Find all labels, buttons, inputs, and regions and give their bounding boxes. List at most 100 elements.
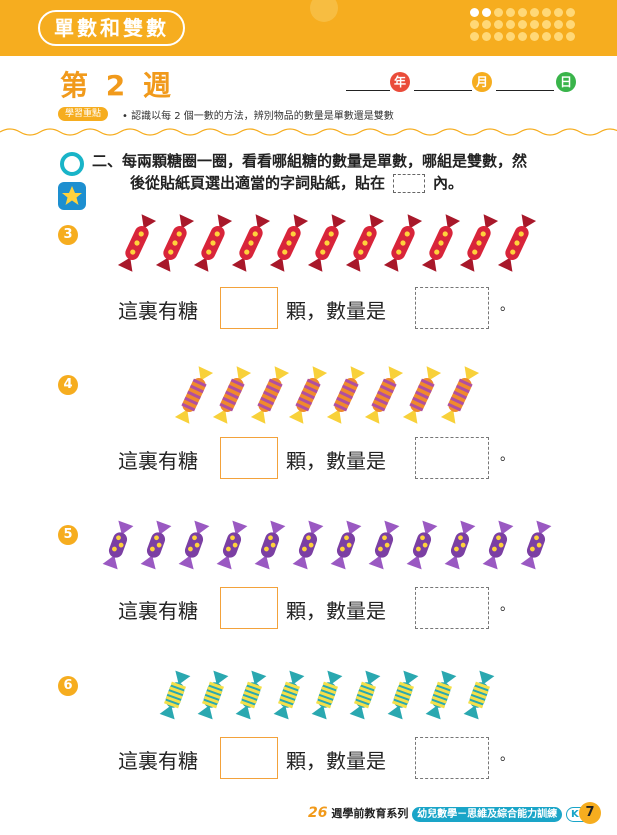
odd-even-sticker-box[interactable] <box>415 437 489 479</box>
candy-stripe <box>181 402 196 412</box>
candy-wrapper <box>520 555 536 570</box>
candy-dot <box>530 546 535 552</box>
dot <box>470 8 479 17</box>
count-answer-box[interactable] <box>220 587 278 629</box>
candy-wrapper <box>307 257 323 272</box>
candy-stripe <box>225 390 239 400</box>
candy-wrapper <box>330 555 346 570</box>
odd-even-sticker-box[interactable] <box>415 587 489 629</box>
candy-stripe <box>208 681 224 690</box>
candy-stripe <box>170 681 186 690</box>
candy-stripe <box>230 378 245 388</box>
candy-icon <box>269 214 309 272</box>
candy-wrapper <box>403 670 419 685</box>
candy-icon <box>463 670 495 720</box>
year-line <box>346 90 390 91</box>
candy-wrapper <box>216 555 232 570</box>
candy-stripe <box>420 378 435 388</box>
candy-star <box>138 231 144 237</box>
answer-middle: 顆，數量是 <box>286 599 386 623</box>
candy-body <box>241 682 261 708</box>
candy-stripe <box>339 390 353 400</box>
candy-wrapper <box>326 409 342 424</box>
candy-stripe <box>321 686 337 695</box>
candy-wrapper <box>445 214 461 229</box>
dot <box>506 8 515 17</box>
candy-dot <box>422 542 428 548</box>
candy-star <box>438 240 444 246</box>
candy-star <box>400 240 406 246</box>
candy-stripe <box>283 686 299 695</box>
candy-dot <box>460 542 466 548</box>
instruction: 二、每兩顆糖圈一圈，看看哪組糖的數量是單數，哪組是雙數，然 後從貼紙頁選出適當的… <box>92 150 527 194</box>
candy-stripe <box>344 378 359 388</box>
candy-icon <box>349 670 381 720</box>
series-name: 週學前教育系列 <box>331 807 409 820</box>
answer-middle: 顆，數量是 <box>286 299 386 323</box>
answer-suffix: 。 <box>500 748 514 764</box>
count-answer-box[interactable] <box>220 737 278 779</box>
candy-body <box>260 532 280 558</box>
dot <box>530 8 539 17</box>
candy-wrapper <box>250 409 266 424</box>
candy-icon <box>254 520 286 570</box>
candy-stripe <box>317 695 333 704</box>
odd-even-sticker-box[interactable] <box>415 737 489 779</box>
candy-icon <box>174 366 214 424</box>
candy-wrapper <box>482 555 498 570</box>
candy-stripe <box>265 384 280 394</box>
candy-stripe <box>417 384 432 394</box>
count-answer-box[interactable] <box>220 287 278 329</box>
candy-body <box>317 682 337 708</box>
answer-suffix: 。 <box>500 598 514 614</box>
candy-dot <box>226 546 231 552</box>
candy-stripe <box>203 695 219 704</box>
candy-star <box>290 231 296 237</box>
candy-body <box>298 532 318 558</box>
candy-dot <box>496 535 501 541</box>
candy-body <box>431 682 451 708</box>
candy-stripe <box>409 402 424 412</box>
candy-icon <box>383 214 423 272</box>
count-answer-box[interactable] <box>220 437 278 479</box>
dot <box>482 20 491 29</box>
candy-wrapper <box>383 257 399 272</box>
candy-dot <box>536 542 542 548</box>
candy-stripe <box>319 691 335 699</box>
candy-stripe <box>306 378 321 388</box>
candy-stripe <box>468 700 484 709</box>
candy-body <box>279 682 299 708</box>
candy-dot <box>192 535 197 541</box>
candy-body <box>505 226 529 260</box>
candy-stripe <box>377 390 391 400</box>
candy-stripe <box>202 700 218 709</box>
instruction-line-2-end: 內。 <box>433 174 464 192</box>
candy-wrapper <box>345 257 361 272</box>
dot <box>566 20 575 29</box>
candy-wrapper <box>463 705 479 720</box>
candy-stripe <box>187 390 201 400</box>
dot <box>494 8 503 17</box>
candy-wrapper <box>217 214 233 229</box>
candy-icon <box>520 520 552 570</box>
answer-suffix: 。 <box>500 448 514 464</box>
candy-icon <box>368 520 400 570</box>
candy-wrapper <box>292 555 308 570</box>
candy-icon <box>178 520 210 570</box>
candy-stripe <box>301 390 315 400</box>
candy-wrapper <box>254 555 270 570</box>
answer-prefix: 這裏有糖 <box>118 599 198 623</box>
candy-stripe <box>222 396 237 406</box>
candy-icon <box>155 214 195 272</box>
candy-body <box>163 226 187 260</box>
candy-wrapper <box>460 520 476 535</box>
dot <box>518 8 527 17</box>
star-sticker-icon <box>58 182 86 210</box>
candy-stripe <box>164 700 180 709</box>
dot <box>530 32 539 41</box>
candy-wrapper <box>174 409 190 424</box>
answer-middle: 顆，數量是 <box>286 449 386 473</box>
answer-prefix: 這裏有糖 <box>118 299 198 323</box>
odd-even-sticker-box[interactable] <box>415 287 489 329</box>
candy-wrapper <box>255 214 271 229</box>
